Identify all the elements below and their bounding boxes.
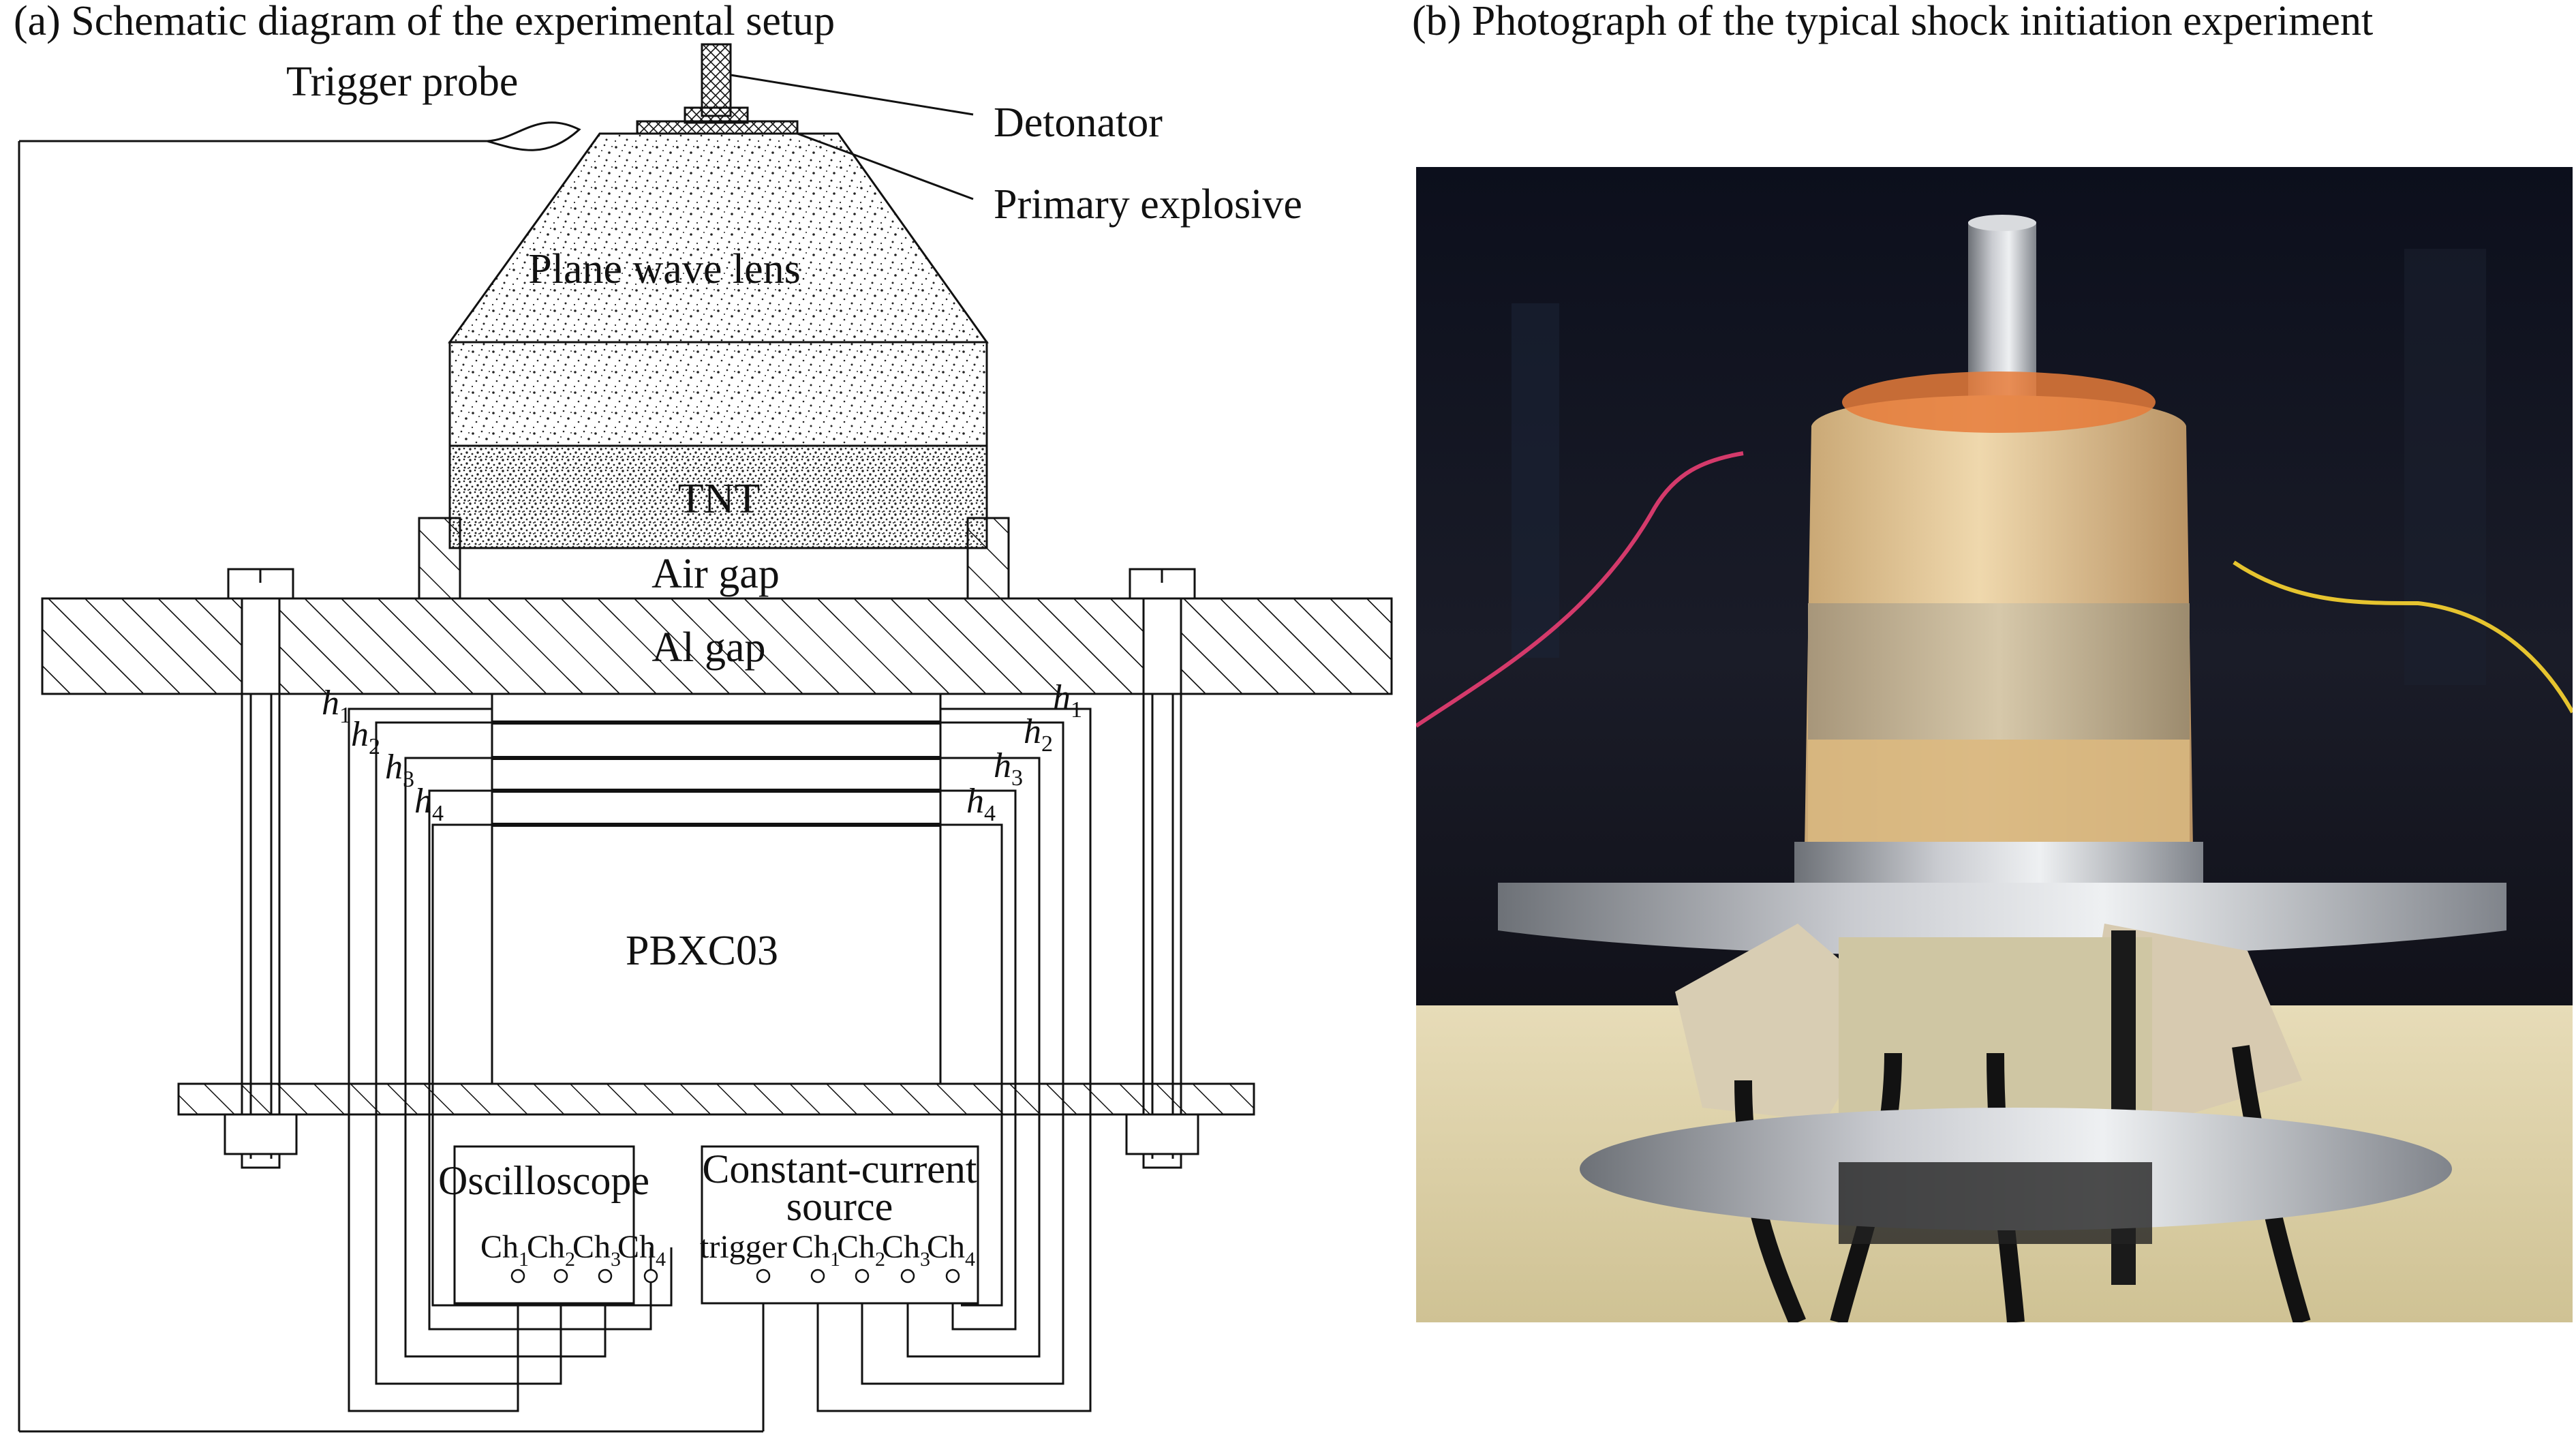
gauge-h1-right: h1 bbox=[1053, 678, 1082, 723]
tnt-label: TNT bbox=[678, 476, 761, 522]
gauge-h3-left: h3 bbox=[385, 748, 414, 792]
detonator bbox=[636, 43, 799, 135]
trigger-probe bbox=[19, 121, 581, 151]
gauge-h3-right: h3 bbox=[994, 746, 1023, 791]
gauge-h4-left: h4 bbox=[414, 782, 444, 826]
src-ch3: Ch3 bbox=[882, 1229, 930, 1271]
gauge-h4-right: h4 bbox=[966, 782, 996, 826]
experimental-setup-schematic: Trigger probe Detonator Primary explosiv… bbox=[18, 43, 1393, 1433]
panel-b-title: (b) Photograph of the typical shock init… bbox=[1412, 0, 2374, 44]
trigger-terminal-label: trigger bbox=[700, 1229, 787, 1265]
src-ch1: Ch1 bbox=[792, 1229, 840, 1271]
src-ch2: Ch2 bbox=[837, 1229, 885, 1271]
red-wire bbox=[1416, 451, 1744, 728]
air-gap bbox=[459, 547, 969, 600]
osc-ch3: Ch3 bbox=[572, 1229, 621, 1271]
middle-band bbox=[1808, 603, 2190, 740]
osc-ch4: Ch4 bbox=[617, 1229, 666, 1271]
plane-wave-lens-label: Plane wave lens bbox=[528, 246, 800, 292]
current-source-label-1: Constant-current bbox=[702, 1146, 977, 1191]
constant-current-source bbox=[701, 1145, 979, 1305]
sample-block bbox=[491, 693, 942, 1085]
plane-wave-lens bbox=[448, 132, 989, 344]
src-ch4: Ch4 bbox=[927, 1229, 975, 1271]
detonator-rod bbox=[1968, 222, 2036, 399]
experiment-photograph bbox=[1416, 167, 2573, 1322]
current-source-label-2: source bbox=[786, 1184, 893, 1229]
tnt-block bbox=[448, 444, 988, 549]
trigger-probe-label: Trigger probe bbox=[286, 59, 518, 105]
gauge-h1-left: h1 bbox=[322, 684, 351, 728]
lens-base bbox=[448, 341, 988, 447]
gauge-h2-right: h2 bbox=[1024, 712, 1053, 757]
bottom-plate bbox=[177, 1082, 1255, 1116]
primary-explosive bbox=[636, 120, 799, 135]
yellow-wire bbox=[2233, 560, 2573, 714]
panel-a-title: (a) Schematic diagram of the experimenta… bbox=[14, 0, 835, 44]
sample-label: PBXC03 bbox=[626, 928, 778, 974]
detonator-leader bbox=[730, 74, 974, 116]
primary-explosive-label: Primary explosive bbox=[994, 181, 1302, 228]
air-gap-label: Air gap bbox=[651, 551, 780, 597]
osc-ch2: Ch2 bbox=[527, 1229, 575, 1271]
gauge-h2-left: h2 bbox=[351, 715, 380, 759]
al-gap-label: Al gap bbox=[651, 624, 765, 671]
osc-ch1: Ch1 bbox=[480, 1229, 529, 1271]
oscilloscope-label: Oscilloscope bbox=[438, 1158, 649, 1203]
detonator-label: Detonator bbox=[994, 100, 1163, 146]
